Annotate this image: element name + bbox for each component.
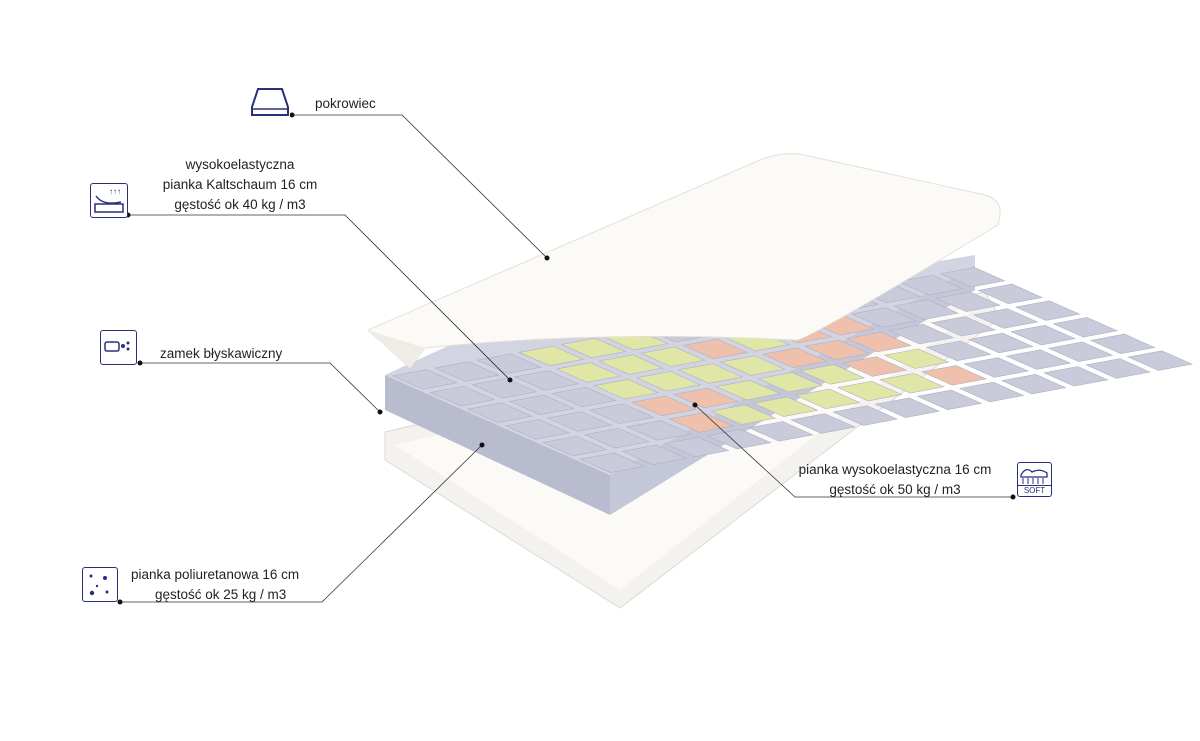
high-elastic-label: pianka wysokoelastyczna 16 cm gęstość ok… <box>785 460 1005 500</box>
foam-cell <box>939 267 1006 288</box>
foam-cell <box>836 380 903 402</box>
leader-lines <box>120 114 1013 603</box>
foam-cell <box>794 388 861 410</box>
svg-text:↑↑↑: ↑↑↑ <box>109 187 121 196</box>
foam-cell <box>682 338 749 360</box>
high-elastic-line-1: pianka wysokoelastyczna 16 cm <box>798 462 992 477</box>
foam-cell <box>677 363 744 384</box>
soft-sleeper-icon: SOFT <box>1017 462 1052 497</box>
foam-cell <box>804 339 870 361</box>
foam-cell <box>752 396 819 417</box>
foam-cells <box>391 267 1194 473</box>
foam-cell <box>850 307 917 328</box>
foam-cell <box>757 372 824 393</box>
foam-cell <box>1047 341 1114 362</box>
foam-cell <box>640 346 706 367</box>
kaltschaum-line-3: gęstość ok 40 kg / m3 <box>174 197 306 212</box>
top-cover <box>367 153 1001 369</box>
foam-cell <box>719 355 786 376</box>
foam-cell <box>476 353 542 374</box>
foam-cell <box>968 332 1034 354</box>
foam-cell <box>471 378 538 399</box>
foam-cell <box>846 331 912 353</box>
zipper-icon <box>100 330 137 365</box>
foam-cell <box>635 371 702 392</box>
high-elastic-line-2: gęstość ok 50 kg / m3 <box>829 482 961 497</box>
foam-cell <box>630 395 697 416</box>
foam-side <box>385 375 610 515</box>
foam-cell <box>541 435 608 457</box>
foam-cell <box>921 365 987 386</box>
foam-cell <box>874 397 941 418</box>
heat-foam-icon: ↑↑↑ <box>90 183 128 218</box>
polyurethane-line-1: pianka poliuretanowa 16 cm <box>131 567 300 582</box>
foam-cell <box>705 429 772 450</box>
foam-cell <box>626 420 692 441</box>
foam-cell <box>509 394 575 416</box>
foam-bubbles-icon <box>82 567 118 602</box>
foam-cell <box>925 340 992 361</box>
foam-cell <box>1000 374 1067 395</box>
foam-cell <box>1127 350 1194 371</box>
foam-cell <box>621 444 688 466</box>
foam-cell <box>832 405 899 426</box>
foam-cell <box>799 364 866 385</box>
kaltschaum-line-2: pianka Kaltschaum 16 cm <box>162 177 318 192</box>
foam-cell <box>1014 300 1081 321</box>
foam-cell <box>761 347 828 368</box>
foam-cell <box>551 386 617 408</box>
foam-cell <box>748 421 814 442</box>
foam-cell <box>1085 358 1151 379</box>
polyurethane-label: pianka poliuretanowa 16 cm gęstość ok 25… <box>131 565 299 605</box>
zipper-label: zamek błyskawiczny <box>160 346 283 361</box>
polyurethane-line-2: gęstość ok 25 kg / m3 <box>155 587 287 602</box>
foam-cell <box>963 357 1030 378</box>
foam-cell <box>935 291 1001 312</box>
kaltschaum-label: wysokoelastyczna pianka Kaltschaum 16 cm… <box>140 155 340 215</box>
foam-cell <box>434 361 500 382</box>
foam-cell <box>668 412 735 433</box>
foam-cell <box>513 370 580 391</box>
cover-label: pokrowiec <box>315 96 376 111</box>
foam-cell <box>977 283 1044 305</box>
foam-cell <box>1052 317 1119 338</box>
foam-cell <box>715 379 781 401</box>
foam-cell <box>391 369 458 390</box>
foam-cell <box>916 389 983 411</box>
foam-cell <box>958 381 1025 403</box>
foam-cell <box>429 385 496 407</box>
foam-cell <box>879 373 945 394</box>
foam-cell <box>555 362 622 383</box>
kaltschaum-line-1: wysokoelastyczna <box>185 157 295 172</box>
foam-cell <box>930 316 997 337</box>
foam-cell <box>598 354 664 375</box>
foam-cell <box>504 419 571 440</box>
foam-cell <box>1043 366 1109 387</box>
foam-cell <box>579 452 646 473</box>
foam-cell <box>1005 349 1072 370</box>
foam-cell <box>584 428 650 449</box>
foam-cell <box>972 308 1039 329</box>
foam-cell <box>560 337 627 359</box>
foam-cell <box>518 345 585 366</box>
foam-cell <box>888 324 955 345</box>
foam-cell <box>1089 333 1156 355</box>
soft-text: SOFT <box>1018 485 1051 495</box>
foam-cell <box>588 403 655 424</box>
foam-cell <box>893 299 959 320</box>
foam-cell <box>883 348 950 369</box>
foam-cell <box>790 413 856 434</box>
foam-cell <box>466 402 533 423</box>
foam-cell <box>546 411 613 432</box>
foam-cell <box>1010 324 1076 346</box>
mattress-cover-icon <box>250 85 290 118</box>
foam-cell <box>841 356 908 377</box>
foam-cell <box>897 274 964 296</box>
foam-cell <box>663 436 730 458</box>
foam-cell <box>593 379 660 400</box>
foam-cell <box>710 404 777 425</box>
